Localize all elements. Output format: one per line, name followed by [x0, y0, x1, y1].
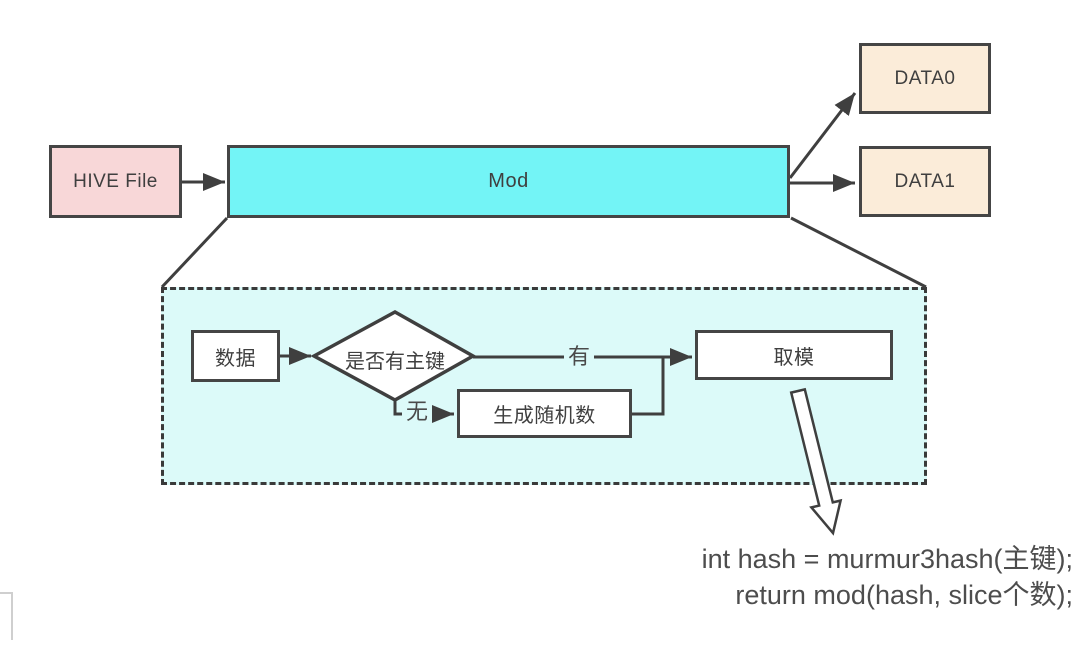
- node-data1: DATA1: [859, 146, 991, 217]
- cropped-corner-decoration: [0, 592, 13, 640]
- edge-label-yes: 有: [564, 344, 595, 370]
- node-data-cn-label: 数据: [215, 347, 256, 370]
- code-line-1: int hash = murmur3hash(主键);: [701, 544, 1073, 574]
- edge-label-no: 无: [402, 399, 433, 425]
- connector-mod-to-data0: [788, 92, 857, 179]
- code-line-2: return mod(hash, slice个数);: [735, 580, 1073, 610]
- code-annotation: int hash = murmur3hash(主键); return mod(h…: [580, 541, 1073, 613]
- node-take-modulo-label: 取模: [773, 346, 815, 369]
- node-generate-random-label: 生成随机数: [493, 405, 596, 427]
- decision-diamond-label: 是否有主键: [345, 351, 445, 373]
- expansion-line-right: [790, 216, 927, 289]
- node-mod: Mod: [227, 145, 790, 218]
- node-hive-file-label: HIVE File: [73, 170, 158, 192]
- node-data1-label: DATA1: [894, 170, 956, 192]
- node-data0-label: DATA0: [894, 67, 956, 89]
- expansion-line-left: [160, 216, 229, 289]
- node-mod-label: Mod: [488, 170, 529, 192]
- node-generate-random: 生成随机数: [457, 389, 632, 438]
- node-take-modulo: 取模: [695, 330, 893, 380]
- node-data0: DATA0: [859, 43, 991, 114]
- node-hive-file: HIVE File: [49, 145, 182, 218]
- expanded-detail-panel: [161, 287, 927, 485]
- node-data-cn: 数据: [191, 330, 280, 382]
